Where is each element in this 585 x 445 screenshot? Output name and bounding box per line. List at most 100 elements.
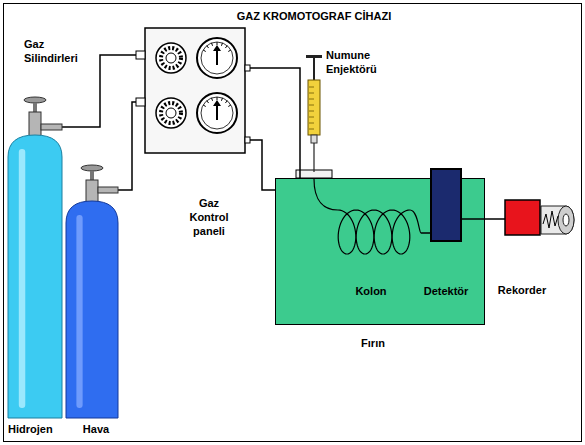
gauge-tick (228, 105, 231, 107)
gauge-tick (217, 42, 218, 45)
gauge-tick (221, 98, 222, 101)
gauge-dial (201, 42, 233, 74)
barrel-scale (309, 99, 314, 100)
gas-control-panel-shape (145, 28, 245, 153)
sample-injector: Numune Enjektörü (306, 55, 322, 150)
gauge-needle (216, 105, 218, 120)
inlet-fitting (136, 51, 145, 59)
detector-box (431, 169, 461, 241)
text-slot: Gaz Kontrol paneli (181, 196, 237, 238)
air-cylinder-label: Hava (83, 422, 109, 436)
hydrogen-cylinder: Hidrojen (8, 95, 62, 418)
chart-paper-roll (541, 206, 574, 234)
cylinder-highlight (76, 215, 82, 408)
chart-paper (541, 206, 574, 234)
gauge-tick (203, 105, 206, 107)
recorder: Rekorder (505, 200, 540, 235)
sample-injector-label: Numune Enjektörü (326, 48, 388, 76)
gas-line (461, 218, 505, 220)
gauge-tick (212, 43, 213, 46)
title-slot: GAZ KROMOTOGRAF CİHAZI (237, 9, 391, 23)
gauge-tick (225, 46, 227, 48)
text-slot: Hava (83, 422, 109, 436)
barrel-scale (309, 123, 314, 124)
valve-body (29, 112, 41, 137)
hydrogen-cylinder-shape (8, 95, 62, 418)
barrel-scale (309, 111, 314, 112)
gauge-tick (217, 97, 218, 100)
regulator-knob (156, 98, 186, 128)
barrel-scale (309, 93, 314, 94)
gauge-needle-head (213, 100, 221, 106)
paper-roll (558, 206, 574, 234)
text-slot: Hidrojen (8, 422, 53, 436)
cylinder-body (8, 135, 62, 418)
regulator-center (166, 108, 176, 118)
valve-handwheel (81, 165, 103, 171)
pressure-gauge (197, 93, 237, 133)
gauge-tick (207, 101, 209, 103)
text-slot: Kolon (355, 284, 386, 298)
panel-box (145, 28, 245, 153)
gauge-tick (203, 50, 206, 52)
text-slot: Rekorder (498, 283, 546, 297)
diagram-title: GAZ KROMOTOGRAF CİHAZI (237, 9, 391, 23)
barrel-scale (309, 87, 314, 88)
cylinder-highlight (19, 149, 25, 408)
picture-frame (4, 4, 582, 442)
regulator-ring (161, 48, 181, 68)
gas-line (245, 140, 275, 190)
gas-line (118, 102, 145, 190)
valve-outlet (98, 187, 118, 193)
recorder-box (505, 200, 540, 235)
detector-label: Detektör (424, 284, 469, 298)
gas-control-panel-label: Gaz Kontrol paneli (181, 196, 237, 238)
outlet-fitting (245, 137, 250, 143)
gauge-tick (212, 98, 213, 101)
gauge-needle (216, 50, 218, 65)
syringe-barrel (308, 80, 320, 135)
gas-control-panel: Gaz Kontrol paneli (145, 28, 245, 153)
barrel-scale (309, 129, 314, 130)
label-slot: Gaz Silindirleri (24, 37, 86, 65)
oven: KolonDetektörFırın (275, 178, 485, 325)
text-slot: Fırın (361, 336, 385, 350)
regulator-ring (161, 103, 181, 123)
text-slot: Detektör (424, 284, 469, 298)
gauge-tick (221, 43, 222, 46)
barrel-scale (309, 117, 314, 118)
recorder-label: Rekorder (498, 283, 546, 297)
chart-trace (543, 211, 558, 228)
syringe-needle (313, 143, 314, 172)
air-cylinder: Hava (66, 163, 118, 418)
hydrogen-cylinder-label: Hidrojen (8, 422, 53, 436)
pressure-gauge (197, 38, 237, 78)
roll-core (563, 214, 569, 226)
column-shape (306, 196, 421, 263)
detector: Detektör (431, 169, 461, 241)
regulator-center (166, 53, 176, 63)
valve-outlet (41, 124, 62, 130)
outlet-fitting (245, 65, 250, 71)
regulator-knob (156, 43, 186, 73)
gas-line (421, 232, 431, 234)
plunger-rod (313, 58, 315, 82)
air-cylinder-shape (66, 163, 118, 418)
plunger-head (306, 55, 322, 58)
text-slot: Numune Enjektörü (326, 48, 388, 76)
column: Kolon (306, 196, 421, 263)
column-inlet (314, 179, 338, 210)
barrel-scale (309, 105, 314, 106)
cylinder-body (66, 201, 118, 418)
valve-body (86, 180, 98, 203)
gas-line (245, 68, 300, 178)
gauge-needle-head (213, 45, 221, 51)
column-coil (338, 210, 410, 254)
part-label: Gaz Silindirleri (24, 37, 86, 65)
gauge-tick (228, 50, 231, 52)
gauge-tick (207, 46, 209, 48)
detector-shape (431, 169, 461, 241)
gauge-dial (201, 97, 233, 129)
gauge-tick (225, 101, 227, 103)
